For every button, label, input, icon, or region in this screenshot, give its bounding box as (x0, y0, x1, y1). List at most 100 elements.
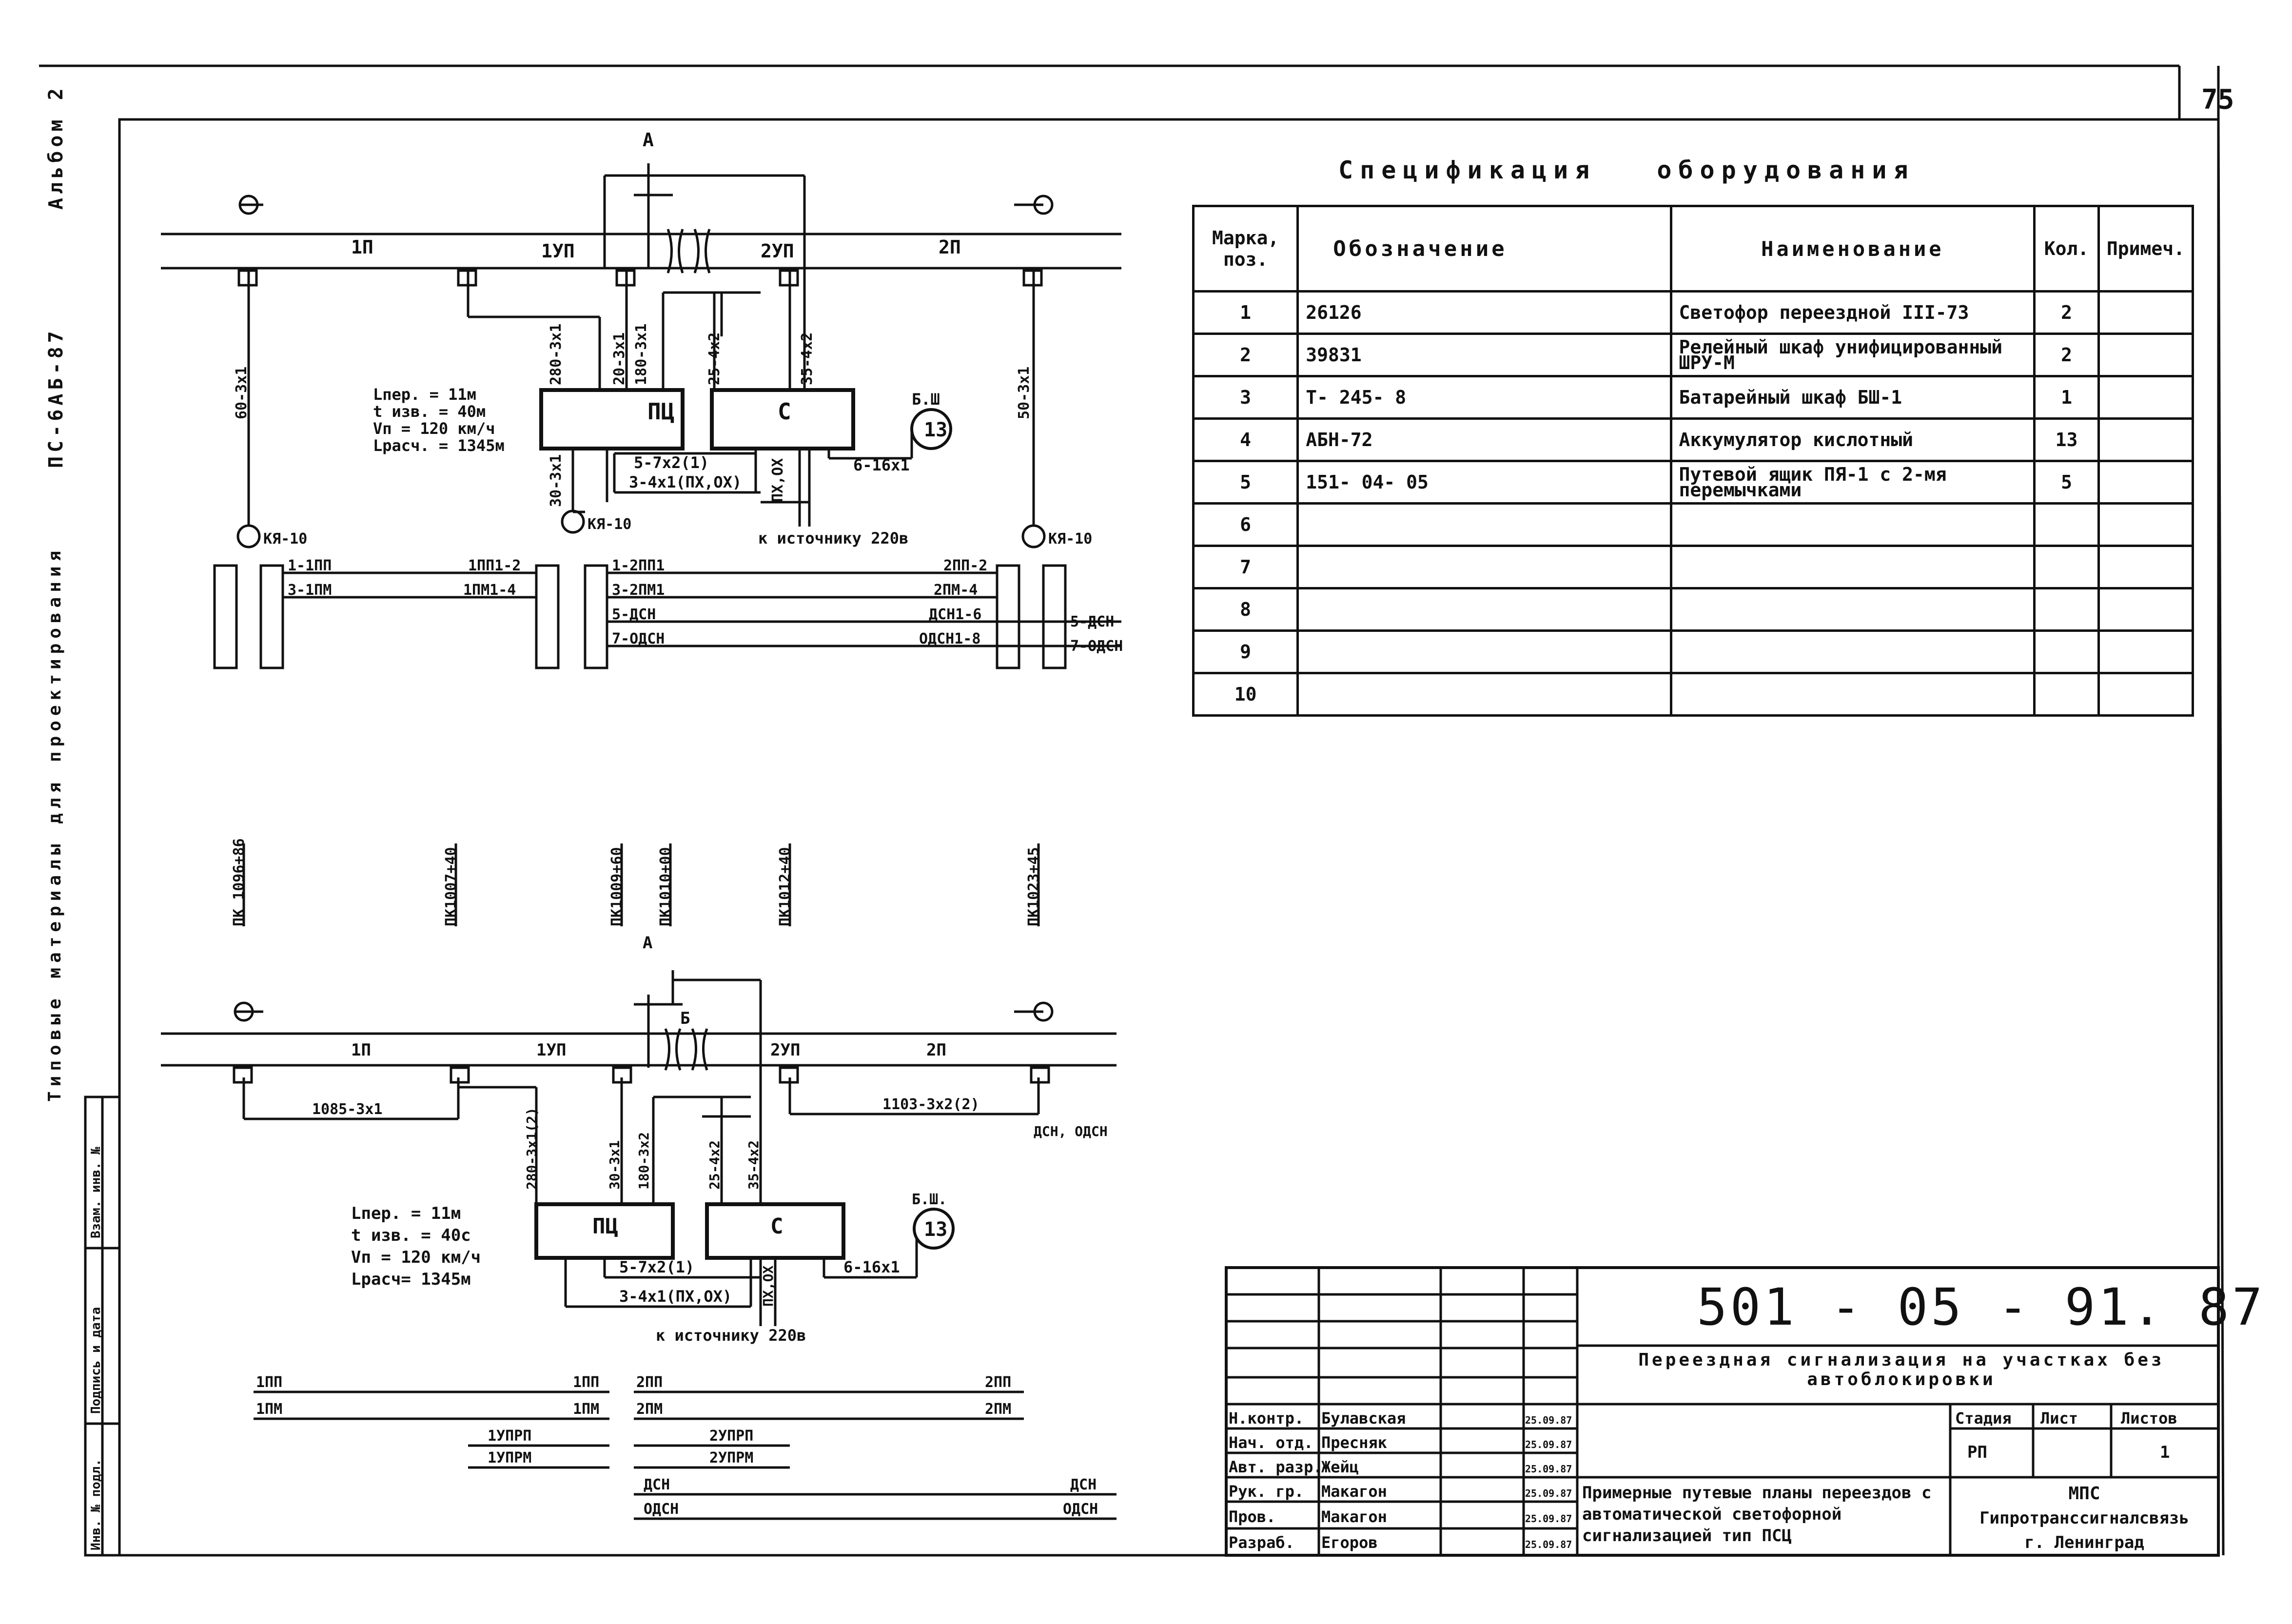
spec-cell-code: 151- 04- 05 (1296, 460, 1672, 505)
source-label: к источнику 220в (758, 529, 908, 548)
track-label: 1П (351, 236, 373, 258)
sign-date: 25.09.87 (1525, 1463, 1572, 1475)
cabinet-c-top (710, 388, 855, 450)
spec-header-qty: Кол. (2033, 205, 2100, 293)
person-name: Жейц (1321, 1458, 1359, 1476)
sign-date: 25.09.87 (1525, 1439, 1572, 1450)
cable-label: 30-3x1 (548, 454, 565, 507)
feed-label: 6-16x1 (843, 1258, 900, 1276)
spec-cell-qty: 2 (2033, 290, 2100, 335)
param-label: Lпер. = 11м (351, 1204, 461, 1223)
bus-label: 5-ДСН (612, 606, 656, 623)
bus-label: 1ПП (573, 1374, 599, 1391)
feed-label: ПХ,ОХ (769, 458, 786, 502)
spec-cell-name (1669, 545, 2036, 589)
relay-label: КЯ-10 (263, 530, 307, 548)
role-label: Рук. гр. (1229, 1482, 1304, 1501)
track-label: 1УП (541, 240, 575, 262)
feed-label: 3-4x1(ПХ,ОХ) (619, 1287, 732, 1306)
battery-label: Б.Ш. (912, 1191, 947, 1208)
cable-label: 180-3x1 (633, 324, 650, 385)
bus-label: 3-1ПМ (288, 582, 332, 599)
param-label: t изв. = 40с (351, 1226, 471, 1245)
feed-label: ПХ,ОХ (760, 1266, 776, 1307)
spec-cell-code: АБН-72 (1296, 417, 1672, 462)
param-label: Lрасч= 1345м (351, 1270, 471, 1289)
stamp-label: Инв. № подл. (89, 1459, 103, 1550)
param-label: Vп = 120 км/ч (351, 1248, 481, 1267)
spec-cell-pos: 9 (1192, 629, 1299, 674)
role-label: Нач. отд. (1229, 1433, 1313, 1452)
param-label: Lрасч. = 1345м (373, 436, 505, 455)
picket-label: ПК1023+45 (1025, 847, 1042, 926)
bus-label: 1УПРМ (488, 1449, 531, 1467)
track-label: 1УП (536, 1040, 566, 1060)
bus-label: ДСН (1070, 1476, 1097, 1493)
track-label: 2УП (770, 1040, 800, 1060)
cable-label: 1103-3x2(2) (882, 1096, 979, 1113)
stamp-label: Подпись и дата (89, 1307, 103, 1414)
spec-cell-name (1669, 672, 2036, 717)
dsn-label: ДСН, ОДСН (1034, 1123, 1108, 1139)
cabinet-label: С (778, 398, 791, 425)
stamp-label: Взам. инв. № (89, 1147, 103, 1238)
spec-cell-pos: 8 (1192, 587, 1299, 632)
bottom-track-plan (161, 970, 1117, 1520)
spec-cell-pos: 7 (1192, 545, 1299, 589)
picket-label: ПК1009+60 (608, 847, 626, 926)
spec-cell-name: Путевой ящик ПЯ-1 с 2-мя перемычками (1669, 460, 2036, 505)
spec-cell-name: Релейный шкаф унифицированный ШРУ-М (1669, 333, 2036, 377)
spec-cell-note (2097, 587, 2194, 632)
spec-cell-pos: 10 (1192, 672, 1299, 717)
role-label: Авт. разр. (1229, 1458, 1323, 1476)
spec-header-code: Обозначение (1296, 205, 1672, 293)
bus-label: 1-1ПП (288, 557, 332, 574)
track-label: 2П (939, 236, 961, 258)
sign-date: 25.09.87 (1525, 1539, 1572, 1550)
spec-cell-code: 39831 (1296, 333, 1672, 377)
bus-label: 1ПМ (573, 1401, 599, 1418)
bus-label: 2ПМ (985, 1401, 1011, 1418)
crossing-label-top: А (643, 129, 654, 151)
person-name: Булавская (1321, 1409, 1406, 1428)
feed-label: 3-4x1(ПХ,ОХ) (629, 473, 742, 491)
stage-value: РП (1967, 1443, 1987, 1462)
spec-cell-qty (2033, 672, 2100, 717)
frame (118, 118, 2220, 1557)
title-block-text: Н.контр. Булавская 25.09.87 Нач. отд. Пр… (1229, 1409, 2189, 1552)
bus-label: 1УПРП (488, 1428, 531, 1445)
spec-cell-name (1669, 629, 2036, 674)
bus-label: 1ПП (256, 1374, 282, 1391)
spec-cell-qty: 13 (2033, 417, 2100, 462)
spec-cell-note (2097, 629, 2194, 674)
cable-label: 35-4x2 (745, 1140, 762, 1190)
spec-cell-name: Батарейный шкаф БШ-1 (1669, 375, 2036, 420)
picket-label: ПК 1096+86 (231, 838, 248, 926)
person-name: Макагон (1321, 1507, 1387, 1526)
spec-header-name: Наименование (1669, 205, 2036, 293)
bus-label: 2ПМ (636, 1401, 663, 1418)
spec-row: 6 (1192, 502, 2194, 547)
spec-cell-pos: 3 (1192, 375, 1299, 420)
bus-label: ОДСН1-8 (919, 630, 980, 647)
param-label: t изв. = 40м (373, 402, 486, 421)
project-title: Переездная сигнализация на участках без … (1638, 1350, 2165, 1389)
spec-cell-note (2097, 672, 2194, 717)
spec-row: 9 (1192, 629, 2194, 674)
sign-date: 25.09.87 (1525, 1414, 1572, 1426)
bus-label: 1-2ПП1 (612, 557, 665, 574)
bus-label: 3-2ПМ1 (612, 582, 665, 599)
cable-label: 30-3x1 (607, 1140, 623, 1190)
cabinet-pc-top (539, 388, 685, 450)
spec-cell-code: Т- 245- 8 (1296, 375, 1672, 420)
cable-label: 20-3x1 (611, 333, 628, 385)
person-name: Макагон (1321, 1482, 1387, 1501)
bus-label: 1ПМ (256, 1401, 282, 1418)
cabinet-label: ПЦ (592, 1214, 618, 1239)
bus-label: 2ПМ-4 (934, 582, 978, 599)
spec-header-row: Марка, поз. Обозначение Наименование Кол… (1192, 205, 2194, 293)
